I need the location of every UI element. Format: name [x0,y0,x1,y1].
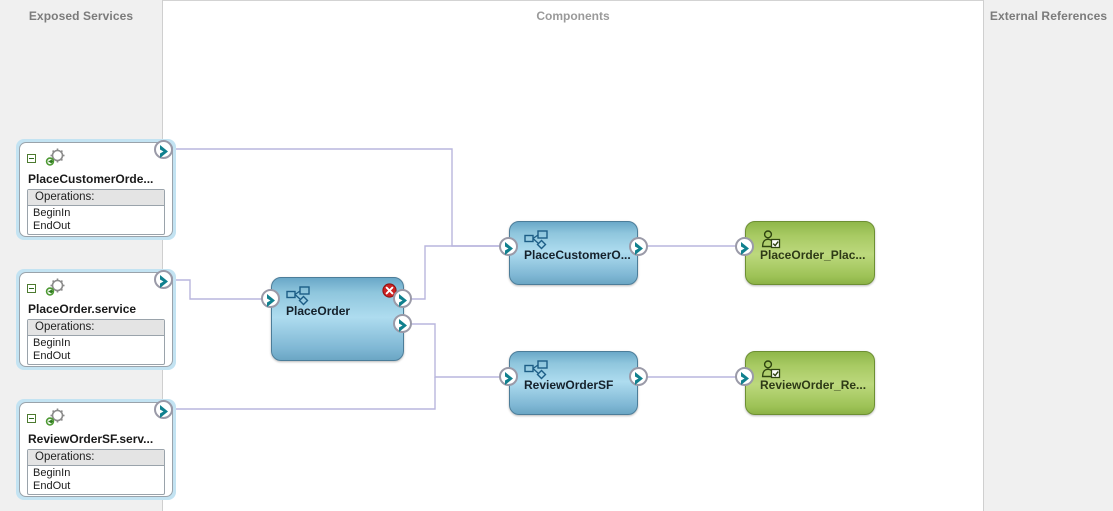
component-placecustomerorder-output-port[interactable] [629,237,648,256]
external-references-title: External References [989,9,1108,23]
collapse-toggle[interactable] [27,414,36,423]
component-placeorder-output-port-2[interactable] [393,314,412,333]
operation-row[interactable]: EndOut [33,479,71,492]
exposed-service-1-output-port[interactable] [154,140,173,159]
human-task-icon [760,230,784,257]
components-title: Components [536,9,610,23]
exposed-service-2-output-port[interactable] [154,270,173,289]
component-placeorder-output-port-1[interactable] [393,289,412,308]
reference-placeorder-plac-input-port[interactable] [735,237,754,256]
operations-header: Operations: [28,450,164,466]
operation-row[interactable]: EndOut [33,219,71,232]
external-references-lane: External References [983,0,1113,511]
web-service-gear-icon [41,407,69,436]
reference-revieworder-re-label: ReviewOrder_Re... [760,378,867,392]
operation-row[interactable]: BeginIn [33,207,71,219]
top-divider [0,0,1113,1]
component-placecustomerorder[interactable]: PlaceCustomerO... [509,221,638,285]
component-placecustomerorder-label: PlaceCustomerO... [524,248,631,262]
wire-service2-to-placeorder [173,279,266,300]
component-placeorder-label: PlaceOrder [286,304,351,318]
operation-row[interactable]: BeginIn [33,337,71,349]
operations-table: Operations: BeginIn EndOut [27,319,165,365]
human-task-icon [760,360,784,387]
operations-header: Operations: [28,190,164,206]
exposed-service-box-3[interactable]: ReviewOrderSF.serv... Operations: BeginI… [16,399,176,500]
mediator-icon [524,230,552,257]
exposed-service-name: ReviewOrderSF.serv... [28,432,154,446]
exposed-service-name: PlaceOrder.service [28,302,137,316]
collapse-toggle[interactable] [27,284,36,293]
reference-revieworder-re-input-port[interactable] [735,367,754,386]
operation-row[interactable]: EndOut [33,349,71,362]
reference-placeorder-plac[interactable]: PlaceOrder_Plac... [745,221,875,285]
exposed-service-name: PlaceCustomerOrde... [28,172,154,186]
component-revieworbersf-output-port[interactable] [629,367,648,386]
collapse-toggle[interactable] [27,154,36,163]
wire-placeorder-out2-to-revieworder [410,323,503,378]
mediator-icon [524,360,552,387]
web-service-gear-icon [41,147,69,176]
exposed-service-box-2[interactable]: PlaceOrder.service Operations: BeginIn E… [16,269,176,370]
component-revieworbersf[interactable]: ReviewOrderSF [509,351,638,415]
operation-row[interactable]: BeginIn [33,467,71,479]
wire-placeorder-out1-to-placecustomero [410,245,503,300]
mediator-icon [286,286,314,313]
exposed-service-3-output-port[interactable] [154,400,173,419]
exposed-services-title: Exposed Services [28,9,134,23]
component-placeorder[interactable]: PlaceOrder [271,277,404,361]
operations-table: Operations: BeginIn EndOut [27,189,165,235]
operations-table: Operations: BeginIn EndOut [27,449,165,495]
component-placeorder-input-port[interactable] [261,289,280,308]
exposed-service-box-1[interactable]: PlaceCustomerOrde... Operations: BeginIn… [16,139,176,240]
reference-placeorder-plac-label: PlaceOrder_Plac... [760,248,866,262]
component-revieworbersf-label: ReviewOrderSF [524,378,614,392]
component-placecustomerorder-input-port[interactable] [499,237,518,256]
wire-service1-to-placecustomero [173,148,503,247]
reference-revieworder-re[interactable]: ReviewOrder_Re... [745,351,875,415]
operations-header: Operations: [28,320,164,336]
component-revieworbersf-input-port[interactable] [499,367,518,386]
wire-service3-to-revieworder [173,377,436,410]
web-service-gear-icon [41,277,69,306]
